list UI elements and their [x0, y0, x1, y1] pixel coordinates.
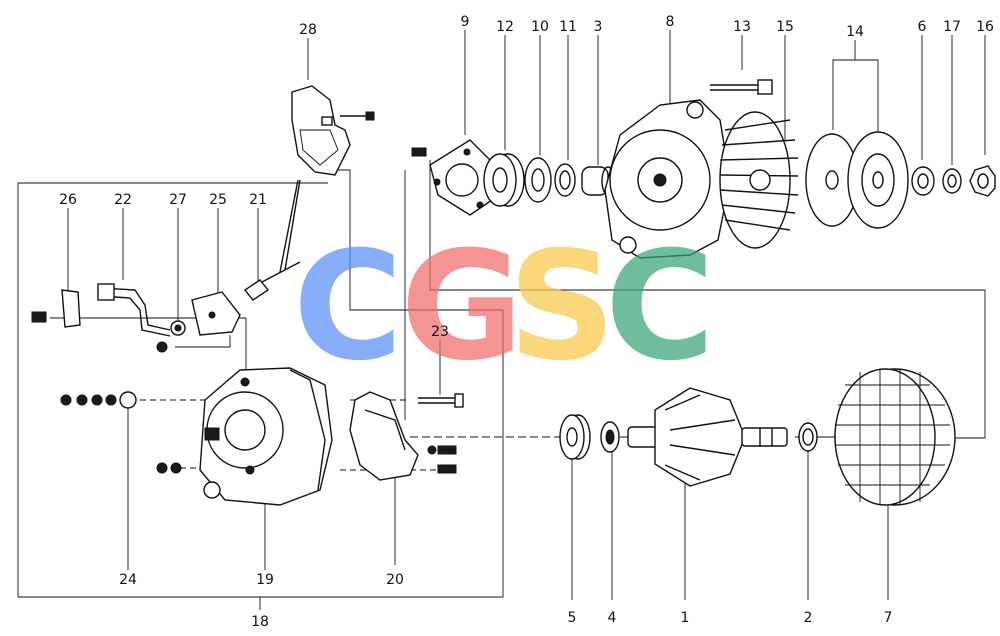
callout-label: 16	[976, 19, 994, 35]
callout-label: 15	[776, 19, 794, 35]
callout-labels: 28 9 12 10 11 3 8 13 15 14 6 17 16 26 22…	[59, 14, 994, 630]
callout-label: 21	[249, 192, 267, 208]
watermark-letter: C	[605, 220, 715, 394]
brush-part	[243, 261, 301, 301]
callout-label: 8	[666, 14, 675, 30]
callout-label: 22	[114, 192, 132, 208]
rear-housing	[199, 367, 333, 506]
callout-label: 11	[559, 19, 577, 35]
callout-label: 20	[386, 572, 404, 588]
callout-label: 3	[594, 19, 603, 35]
callout-label: 5	[568, 610, 577, 626]
bolt-part	[710, 79, 773, 95]
callout-label: 24	[119, 572, 137, 588]
wiring-parts	[31, 283, 241, 353]
terminal-nuts	[60, 391, 182, 474]
callout-label: 6	[918, 19, 927, 35]
nut-washers	[911, 165, 996, 197]
rotor-part	[627, 387, 788, 487]
bearing-part	[483, 153, 525, 207]
watermark-letter: S	[508, 220, 616, 394]
pulley-part	[805, 131, 909, 229]
diode-carrier	[349, 391, 457, 481]
front-housing	[604, 99, 731, 259]
callout-label: 23	[431, 324, 449, 340]
rear-bearing	[559, 414, 591, 460]
callout-label: 13	[733, 19, 751, 35]
washer-parts	[524, 157, 576, 203]
retainer-plate	[411, 139, 493, 216]
callout-label: 18	[251, 614, 269, 630]
watermark-letter: G	[400, 220, 523, 394]
callout-label: 4	[608, 610, 617, 626]
screw-part	[418, 393, 464, 408]
stator-part	[834, 368, 956, 506]
callout-label: 10	[531, 19, 549, 35]
fan-part	[719, 111, 799, 249]
cgsc-watermark: C G S C	[293, 220, 715, 394]
callout-label: 19	[256, 572, 274, 588]
callout-label: 28	[299, 22, 317, 38]
callout-label: 17	[943, 19, 961, 35]
callout-label: 7	[884, 610, 893, 626]
callout-label: 26	[59, 192, 77, 208]
callout-label: 12	[496, 19, 514, 35]
callout-label: 9	[461, 14, 470, 30]
callout-label: 25	[209, 192, 227, 208]
spacer-ring	[798, 422, 818, 452]
rear-washer	[600, 421, 620, 453]
callout-label: 27	[169, 192, 187, 208]
watermark-letter: C	[293, 220, 403, 394]
regulator-part	[279, 85, 375, 273]
callout-label: 14	[846, 24, 864, 40]
callout-label: 1	[681, 610, 690, 626]
callout-label: 2	[804, 610, 813, 626]
